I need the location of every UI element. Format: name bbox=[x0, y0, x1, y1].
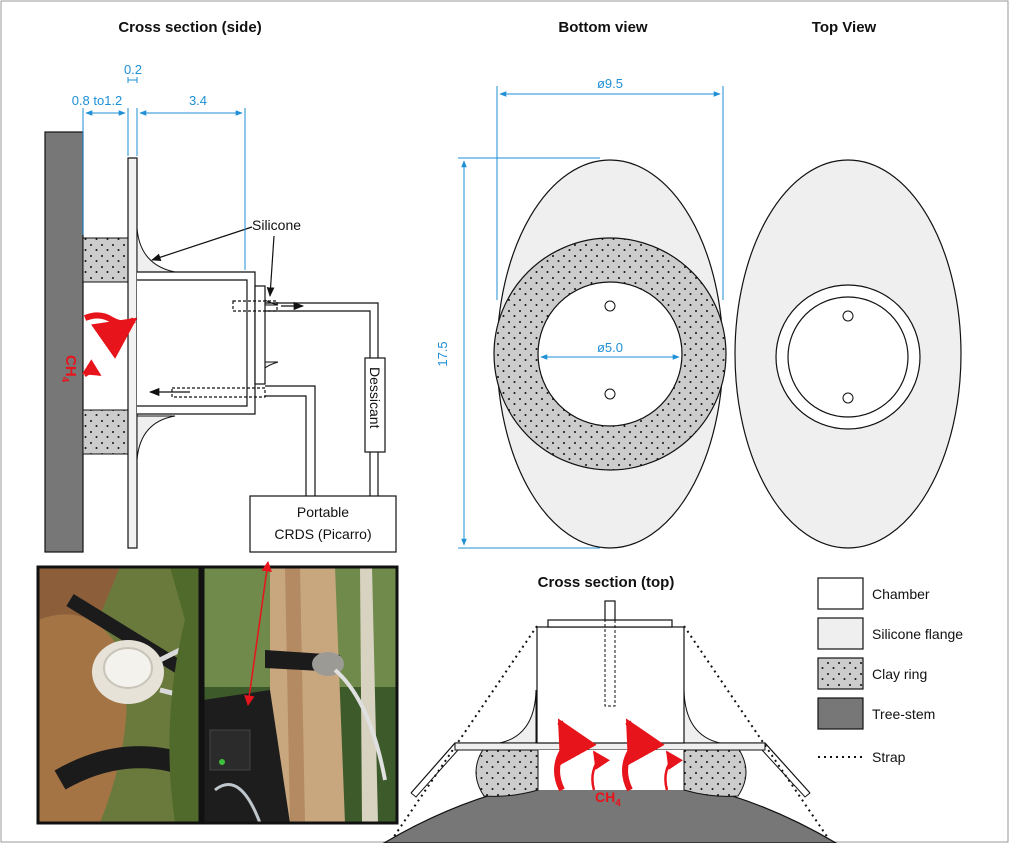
chamber-flange-plate bbox=[127, 157, 138, 549]
bottom-view-title: Bottom view bbox=[558, 19, 648, 36]
ch4-flux-arrow-large bbox=[83, 312, 138, 359]
bottom-port-upper bbox=[604, 300, 616, 312]
ch4-arrow-top-2 bbox=[622, 718, 665, 792]
dim-depth: 3.4 bbox=[189, 93, 207, 108]
top-port-lower bbox=[842, 392, 854, 404]
cross-top-title: Cross section (top) bbox=[538, 574, 675, 591]
legend-swatch-silicone bbox=[817, 617, 864, 650]
silicone-pointer-1 bbox=[151, 226, 253, 261]
dessicant-label: Dessicant bbox=[367, 367, 383, 429]
chamber-body bbox=[137, 271, 266, 415]
ch4-arrow-top-4 bbox=[664, 750, 684, 791]
bottom-chamber-opening bbox=[537, 281, 683, 427]
strap-left bbox=[392, 625, 538, 839]
clay-ring-lower bbox=[82, 409, 129, 455]
bottom-dimensions bbox=[458, 86, 724, 549]
flange-plate bbox=[454, 742, 766, 751]
clay-ring-upper bbox=[82, 237, 129, 283]
strap-right bbox=[683, 625, 829, 839]
top-chamber-inner bbox=[787, 296, 909, 418]
bottom-port-lower bbox=[604, 388, 616, 400]
dim-wall: 0.2 bbox=[124, 62, 142, 77]
clay-ring-left bbox=[475, 747, 539, 797]
silicone-label: Silicone bbox=[252, 217, 301, 233]
top-view-title: Top View bbox=[812, 19, 877, 36]
dessicant-column bbox=[364, 357, 386, 453]
chamber-port-stub bbox=[604, 600, 616, 621]
legend-label-chamber: Chamber bbox=[872, 586, 930, 602]
dim-stem-gap: 0.8 to1.2 bbox=[72, 93, 123, 108]
legend-swatch-chamber bbox=[817, 577, 864, 610]
legend-swatch-clay bbox=[817, 657, 864, 690]
crds-analyzer-box bbox=[249, 495, 397, 553]
legend-label-clay: Clay ring bbox=[872, 666, 927, 682]
silicone-fillet-lower bbox=[136, 415, 176, 461]
ch4-arrow-top-1 bbox=[554, 718, 597, 792]
field-photo-chamber-closeup bbox=[36, 565, 202, 825]
dim-outer-diameter: ø9.5 bbox=[597, 76, 623, 91]
crds-photo-pointer bbox=[244, 560, 272, 707]
ch4-arrow-top-3 bbox=[591, 750, 611, 791]
side-dimensions bbox=[82, 77, 246, 270]
dim-height: 17.5 bbox=[435, 341, 450, 366]
ch4-flux-arrow-small bbox=[82, 359, 102, 377]
dim-inner-diameter: ø5.0 bbox=[597, 340, 623, 355]
chamber-cap bbox=[547, 619, 673, 628]
tubing bbox=[171, 300, 379, 496]
crds-label-line2: CRDS (Picarro) bbox=[274, 526, 371, 542]
legend-label-strap: Strap bbox=[872, 749, 906, 765]
chamber-port-tube bbox=[604, 619, 616, 707]
silicone-pointer-2 bbox=[266, 235, 275, 297]
legend-label-stem: Tree-stem bbox=[872, 706, 935, 722]
ch4-label-side: CH4 bbox=[59, 355, 79, 383]
side-section-title: Cross section (side) bbox=[118, 19, 261, 36]
tree-stem bbox=[44, 131, 84, 553]
field-photo-tree-deployment bbox=[201, 565, 399, 825]
top-port-upper bbox=[842, 310, 854, 322]
legend-swatch-stem bbox=[817, 697, 864, 730]
ch4-label-top: CH4 bbox=[595, 789, 621, 809]
clay-ring-right bbox=[683, 747, 747, 797]
legend-label-silicone: Silicone flange bbox=[872, 626, 963, 642]
legend: Chamber Silicone flange Clay ring Tree-s… bbox=[817, 577, 963, 765]
crds-label-line1: Portable bbox=[297, 504, 349, 520]
